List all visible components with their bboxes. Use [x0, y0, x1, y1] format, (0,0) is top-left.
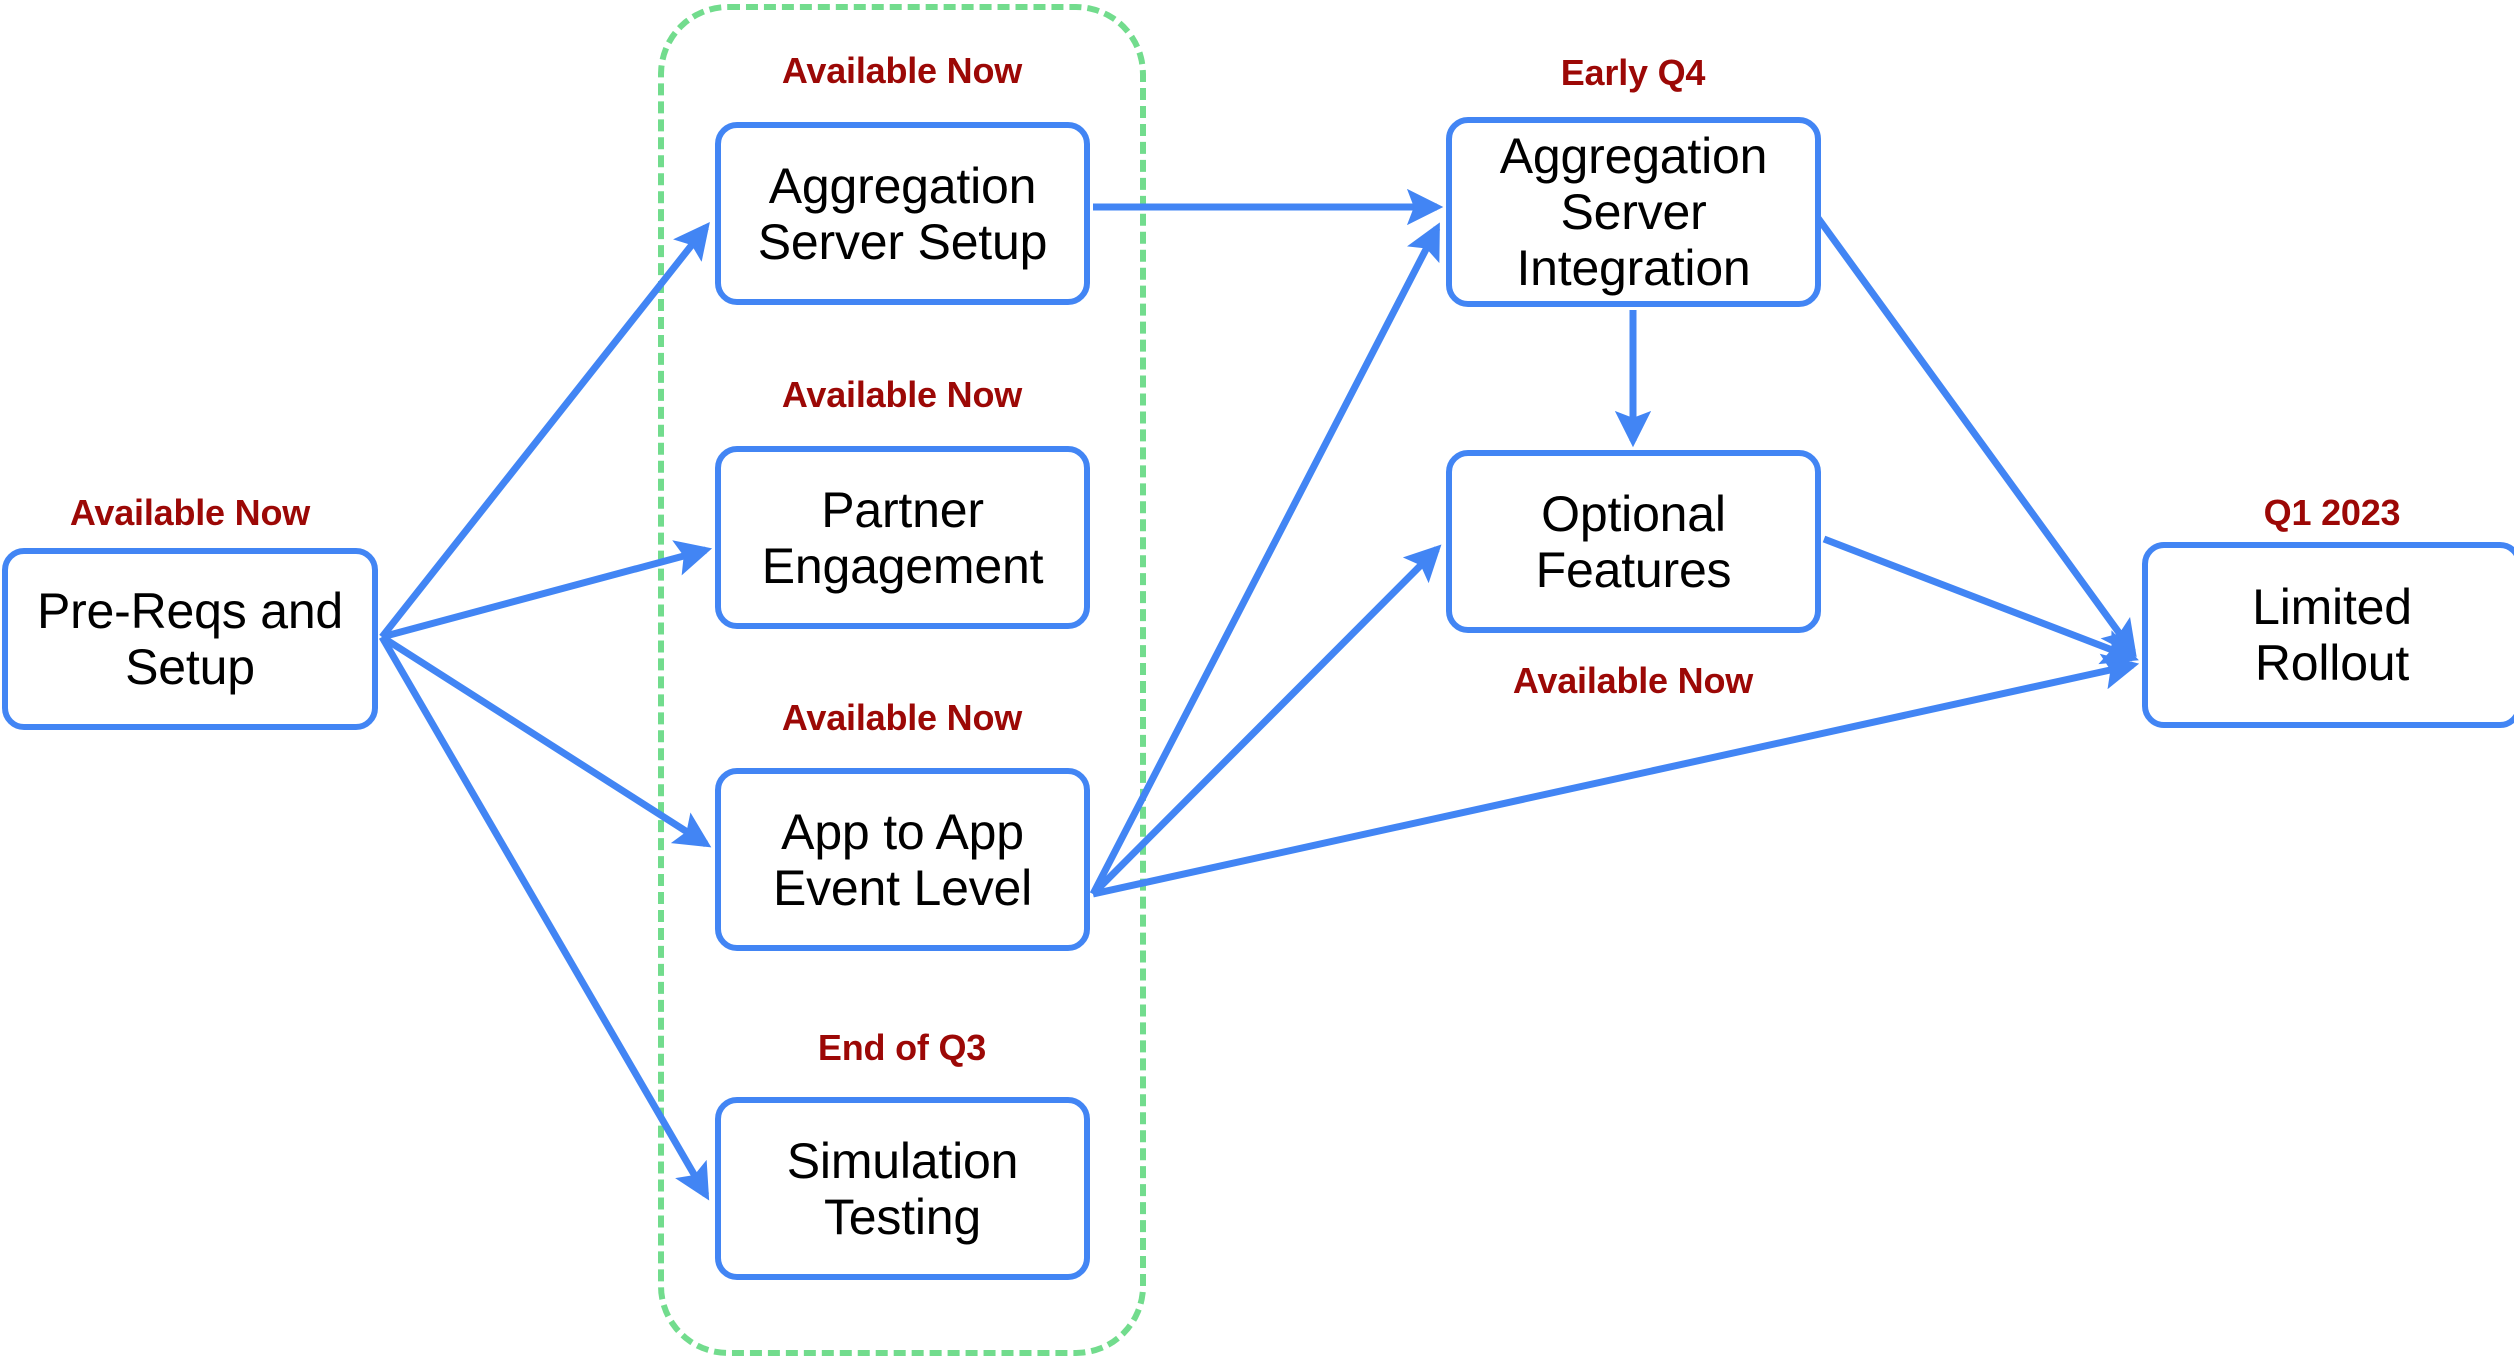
node-simulation-testing[interactable]: Simulation Testing — [715, 1097, 1090, 1280]
node-label-pre-reqs-and-setup: Pre-Reqs and Setup — [36, 583, 344, 695]
node-label-aggregation-server-setup: Aggregation Server Setup — [757, 157, 1048, 270]
status-label-limited-rollout: Q1 2023 — [2263, 492, 2401, 533]
node-app-to-app-event-level[interactable]: App to App Event Level — [715, 768, 1090, 951]
node-label-aggregation-server-integration: Aggregation Server Integration — [1499, 128, 1768, 296]
status-label-app-to-app-event-level: Available Now — [781, 697, 1023, 738]
node-aggregation-server-setup[interactable]: Aggregation Server Setup — [715, 122, 1090, 305]
status-label-aggregation-server-integration: Early Q4 — [1560, 52, 1706, 93]
status-label-pre-reqs-and-setup: Available Now — [69, 492, 311, 533]
edge-optional-to-limited — [1822, 535, 2139, 665]
status-label-partner-engagement: Available Now — [781, 374, 1023, 415]
node-label-limited-rollout: Limited Rollout — [2252, 579, 2412, 691]
node-partner-engagement[interactable]: Partner Engagement — [715, 446, 1090, 629]
node-label-app-to-app-event-level: App to App Event Level — [772, 803, 1033, 916]
node-limited-rollout[interactable]: Limited Rollout — [2142, 542, 2514, 728]
node-label-partner-engagement: Partner Engagement — [761, 481, 1044, 594]
edge-agg-integ-to-limited — [1815, 215, 2137, 658]
status-label-aggregation-server-setup: Available Now — [781, 50, 1023, 91]
node-aggregation-server-integration[interactable]: Aggregation Server Integration — [1446, 117, 1821, 307]
node-optional-features[interactable]: Optional Features — [1446, 450, 1821, 633]
node-label-simulation-testing: Simulation Testing — [786, 1132, 1019, 1245]
status-label-optional-features: Available Now — [1512, 660, 1754, 701]
node-label-optional-features: Optional Features — [1535, 485, 1732, 598]
status-label-simulation-testing: End of Q3 — [817, 1027, 987, 1068]
node-pre-reqs-and-setup[interactable]: Pre-Reqs and Setup — [2, 548, 378, 730]
